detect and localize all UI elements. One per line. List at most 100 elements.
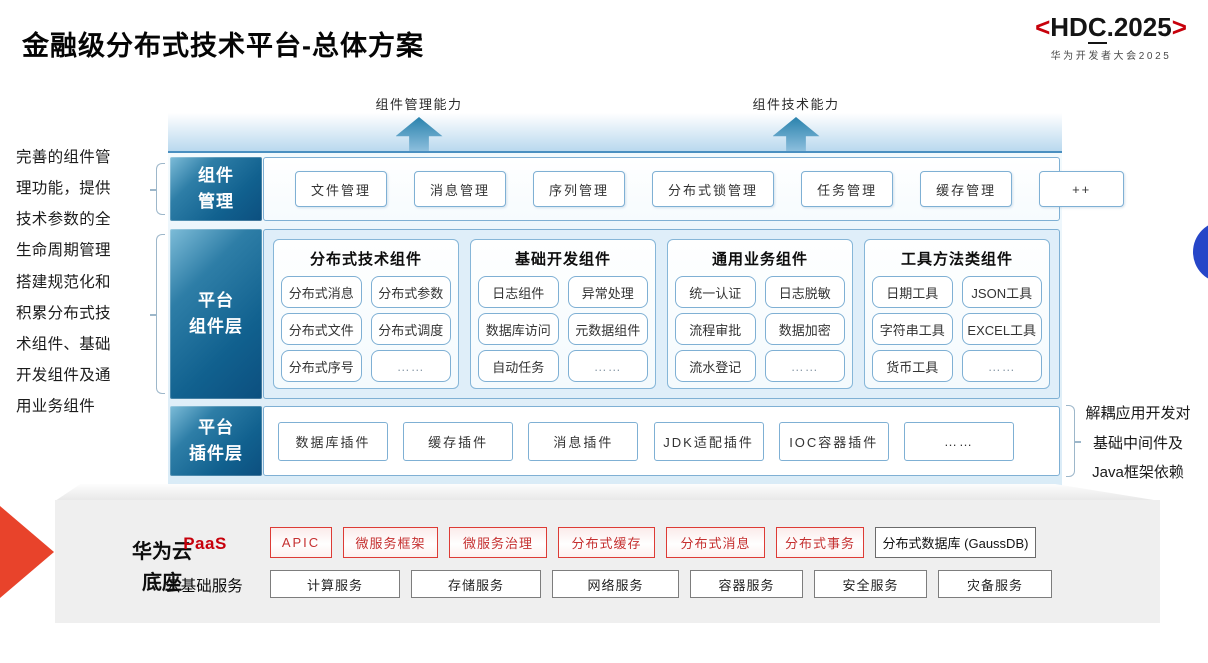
- group-grid: 分布式消息 分布式参数 分布式文件 分布式调度 分布式序号 ……: [281, 276, 451, 382]
- component-mgmt-chip: 缓存管理: [920, 171, 1013, 207]
- group-chip: 数据加密: [764, 313, 845, 345]
- brace-platform-components: [150, 234, 165, 394]
- group-chip: EXCEL工具: [961, 313, 1042, 345]
- component-mgmt-chip: 任务管理: [801, 171, 894, 207]
- group-basic-dev: 基础开发组件 日志组件 异常处理 数据库访问 元数据组件 自动任务 ……: [470, 239, 656, 389]
- component-mgmt-row: 文件管理 消息管理 序列管理 分布式锁管理 任务管理 缓存管理 ++: [263, 157, 1125, 221]
- paas-services-row: APIC 微服务框架 微服务治理 分布式缓存 分布式消息 分布式事务 分布式数据…: [270, 527, 1036, 558]
- group-chip: 数据库访问: [478, 313, 559, 345]
- group-title: 工具方法类组件: [900, 251, 1013, 268]
- row-label-platform-plugins: 平台 插件层: [170, 406, 262, 476]
- brace-component-mgmt: [150, 163, 165, 215]
- blue-circle-decoration: [1193, 221, 1208, 283]
- plugin-chip-more: ……: [903, 421, 1014, 461]
- group-chip: 分布式消息: [281, 276, 362, 308]
- paas-chip: 分布式消息: [666, 527, 765, 558]
- group-distributed-tech: 分布式技术组件 分布式消息 分布式参数 分布式文件 分布式调度 分布式序号 ……: [273, 239, 459, 389]
- row-label-line: 平台: [198, 290, 234, 310]
- logo-open-bracket: <: [1035, 12, 1051, 42]
- logo-c-underlined: C: [1087, 12, 1107, 44]
- hdc-logo: <HDC.2025> 华为开发者大会2025: [1016, 12, 1206, 62]
- group-common-business: 通用业务组件 统一认证 日志脱敏 流程审批 数据加密 流水登记 ……: [667, 239, 853, 389]
- group-chip: 流水登记: [675, 350, 756, 382]
- group-chip: 字符串工具: [872, 313, 953, 345]
- logo-rest: .2025: [1106, 12, 1172, 42]
- group-chip: 货币工具: [872, 350, 953, 382]
- foundation-label: 华为云 底座: [110, 537, 214, 599]
- group-chip: 自动任务: [478, 350, 559, 382]
- plugin-chip: IOC容器插件: [778, 421, 889, 461]
- group-chip-more: ……: [370, 350, 451, 382]
- group-chip: 统一认证: [675, 276, 756, 308]
- row-label-platform-components: 平台 组件层: [170, 229, 262, 399]
- group-grid: 日期工具 JSON工具 字符串工具 EXCEL工具 货币工具 ……: [872, 276, 1042, 382]
- group-chip: 异常处理: [567, 276, 648, 308]
- cloud-chip: 网络服务: [552, 570, 679, 598]
- group-chip: 分布式调度: [370, 313, 451, 345]
- panel-top-glow: [168, 113, 1062, 151]
- group-chip: 日志脱敏: [764, 276, 845, 308]
- component-mgmt-chip: 分布式锁管理: [652, 171, 775, 207]
- group-title: 分布式技术组件: [309, 251, 422, 268]
- brace-platform-plugins: [1066, 405, 1081, 477]
- foundation-label-line: 底座: [142, 572, 182, 594]
- cloud-chip: 安全服务: [814, 570, 927, 598]
- platform-plugins-row: 数据库插件 缓存插件 消息插件 JDK适配插件 IOC容器插件 ……: [263, 406, 1060, 476]
- group-chip-more: ……: [764, 350, 845, 382]
- platform-components-row: 分布式技术组件 分布式消息 分布式参数 分布式文件 分布式调度 分布式序号 ………: [263, 229, 1060, 399]
- component-mgmt-chip: 序列管理: [533, 171, 626, 207]
- plugin-chip: JDK适配插件: [653, 421, 764, 461]
- row-label-line: 组件层: [189, 317, 243, 336]
- cloud-services-row: 计算服务 存储服务 网络服务 容器服务 安全服务 灾备服务: [270, 570, 1052, 598]
- plugin-chip: 缓存插件: [403, 421, 514, 461]
- capability-left-label: 组件管理能力: [375, 97, 463, 112]
- paas-db-chip: 分布式数据库 (GaussDB): [875, 527, 1036, 558]
- group-chip-more: ……: [961, 350, 1042, 382]
- group-chip: 分布式序号: [281, 350, 362, 382]
- paas-chip: 微服务治理: [449, 527, 547, 558]
- row-label-line: 组件: [198, 165, 234, 185]
- group-grid: 统一认证 日志脱敏 流程审批 数据加密 流水登记 ……: [675, 276, 845, 382]
- group-grid: 日志组件 异常处理 数据库访问 元数据组件 自动任务 ……: [478, 276, 648, 382]
- cloud-chip: 灾备服务: [938, 570, 1052, 598]
- logo-hd: HD: [1050, 12, 1088, 42]
- hdc-logo-text: <HDC.2025>: [1016, 12, 1206, 44]
- capability-right-label: 组件技术能力: [752, 97, 840, 112]
- component-mgmt-chip: 消息管理: [414, 171, 507, 207]
- plugin-chip: 数据库插件: [278, 421, 388, 461]
- group-chip: 流程审批: [675, 313, 756, 345]
- group-title: 通用业务组件: [711, 251, 808, 268]
- note-platform-components: 搭建规范化和积累分布式技术组件、基础开发组件及通用业务组件: [16, 274, 111, 415]
- component-mgmt-chip-plus: ++: [1039, 171, 1125, 207]
- note-platform-plugins: 解耦应用开发对基础中间件及Java框架依赖: [1085, 405, 1191, 481]
- cloud-services-label: 云基础服务: [165, 578, 243, 595]
- paas-chip: 微服务框架: [343, 527, 438, 558]
- component-mgmt-chip: 文件管理: [295, 171, 388, 207]
- group-chip: 分布式参数: [370, 276, 451, 308]
- group-chip: 日期工具: [872, 276, 953, 308]
- group-utility: 工具方法类组件 日期工具 JSON工具 字符串工具 EXCEL工具 货币工具 ……: [864, 239, 1050, 389]
- paas-chip: 分布式缓存: [558, 527, 655, 558]
- group-chip: 元数据组件: [567, 313, 648, 345]
- group-title: 基础开发组件: [514, 251, 611, 268]
- row-label-line: 平台: [198, 417, 234, 437]
- paas-chip: 分布式事务: [776, 527, 864, 558]
- foundation-label-line: 华为云: [132, 541, 192, 563]
- group-chip: JSON工具: [961, 276, 1042, 308]
- row-label-line: 管理: [198, 192, 234, 211]
- group-chip: 分布式文件: [281, 313, 362, 345]
- group-chip: 日志组件: [478, 276, 559, 308]
- plugin-chip: 消息插件: [528, 421, 639, 461]
- paas-label: PaaS: [183, 534, 227, 553]
- foundation-slab-top-face: [55, 484, 1160, 501]
- page-title: 金融级分布式技术平台-总体方案: [22, 31, 424, 61]
- cloud-chip: 容器服务: [690, 570, 803, 598]
- row-label-component-mgmt: 组件 管理: [170, 157, 262, 221]
- cloud-chip: 存储服务: [411, 570, 541, 598]
- cloud-chip: 计算服务: [270, 570, 400, 598]
- paas-chip: APIC: [270, 527, 332, 558]
- red-arrow-icon: [0, 506, 54, 598]
- note-component-mgmt: 完善的组件管理功能，提供技术参数的全生命周期管理: [16, 149, 111, 259]
- hdc-logo-subtitle: 华为开发者大会2025: [1050, 51, 1172, 62]
- group-chip-more: ……: [567, 350, 648, 382]
